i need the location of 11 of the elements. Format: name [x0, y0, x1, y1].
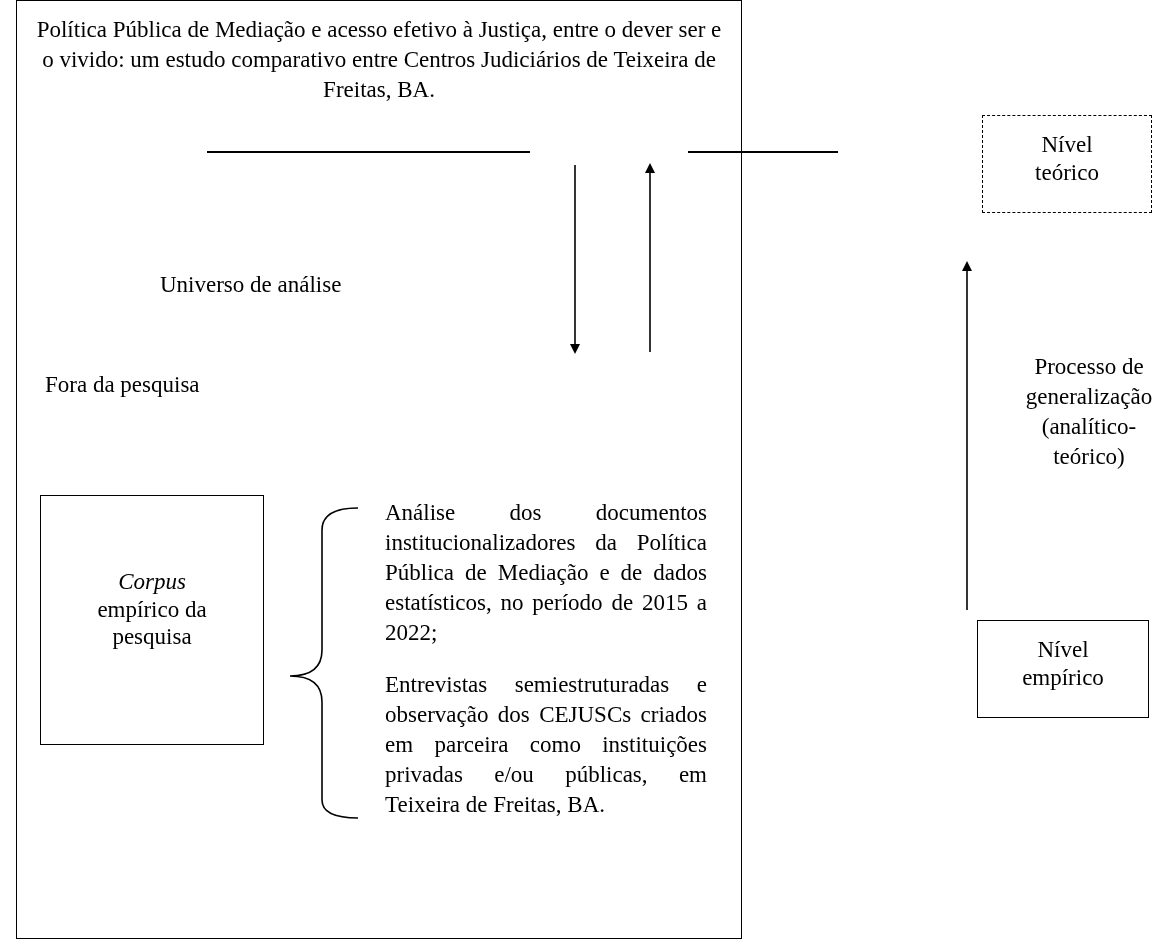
corpus-box: Corpus empírico da pesquisa	[40, 495, 264, 745]
level-box: Nível empírico	[977, 620, 1149, 718]
edge-label: Processo de generalização (analítico-teórico)	[1024, 353, 1154, 471]
title-text: Política Pública de Mediação e acesso efetivo à Justiça, entre o dever ser e o vivido: um estudo comparativo entre Centros Judiciários de Teixeira de Freitas, BA.	[35, 16, 723, 104]
level-box: Nível teórico	[982, 115, 1152, 213]
paragraph-text: Análise dos documentos institucionalizadores da Política Pública de Mediação e de dados estatísticos, no período de 2015 a 2022;	[385, 499, 707, 647]
section-label: Universo de análise	[160, 271, 342, 299]
arrow	[962, 261, 972, 611]
section-label: Fora da pesquisa	[45, 371, 200, 399]
paragraph-text: Entrevistas semiestruturadas e observação dos CEJUSCs criados em parceira como instituições privadas e/ou públicas, em Teixeira de Freitas, BA.	[385, 671, 707, 819]
outer-frame	[16, 0, 742, 939]
